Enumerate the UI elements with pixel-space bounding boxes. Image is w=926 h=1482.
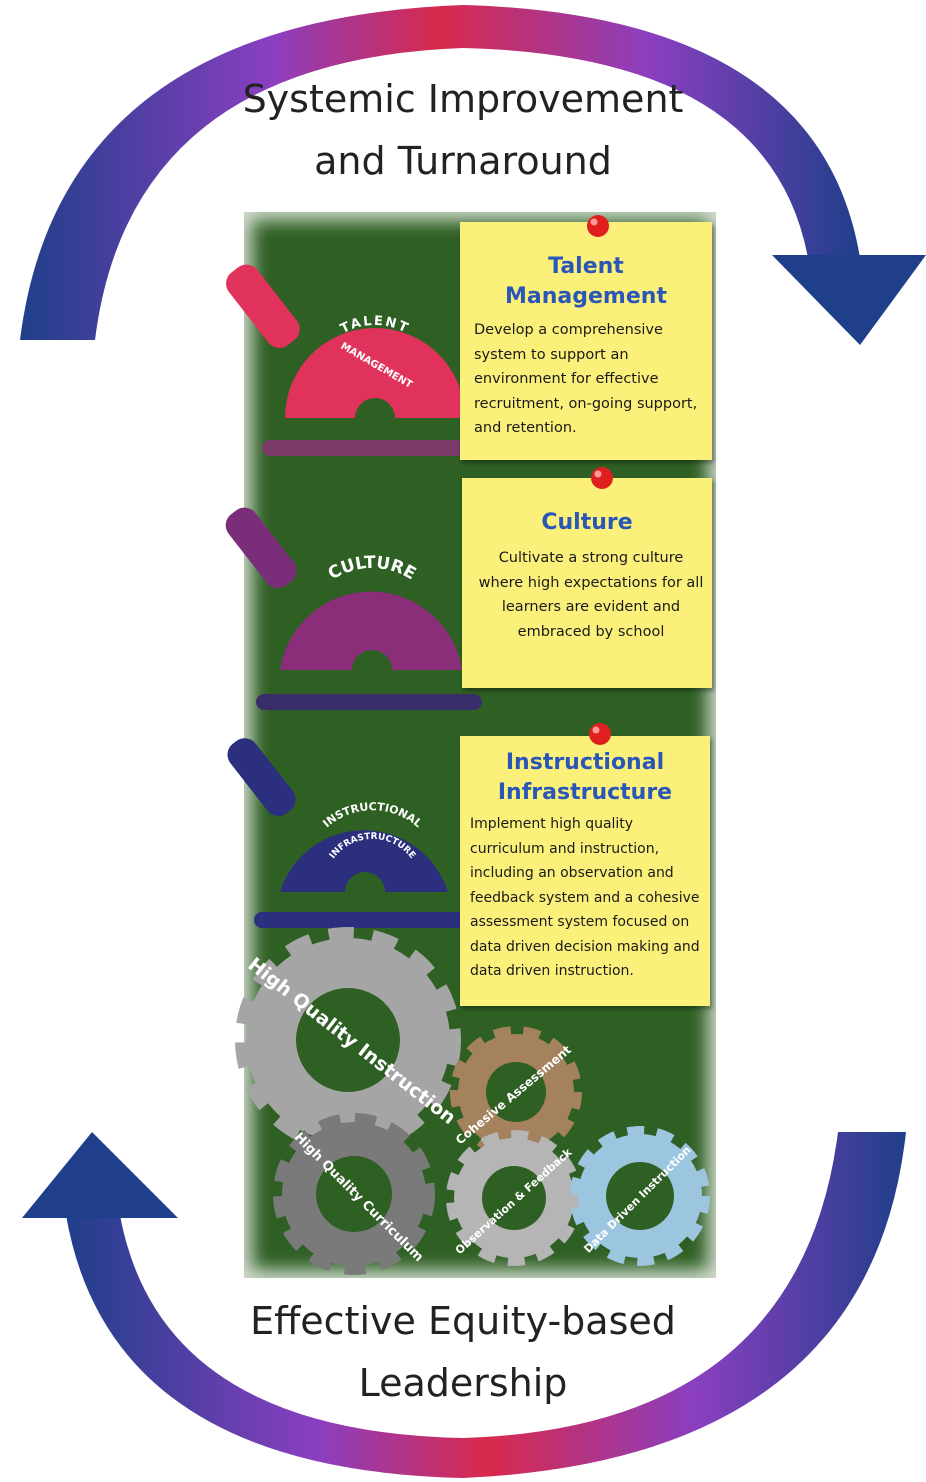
lever-culture-hub [352, 650, 392, 670]
top-heading-line-1: Systemic Improvement [242, 77, 684, 121]
bottom-heading-line-2: Leadership [358, 1361, 568, 1405]
lever-talent-handle [226, 264, 300, 348]
note-talent-title: Talent Management [460, 222, 712, 312]
note-talent-management: Talent Management Develop a comprehensiv… [460, 222, 712, 460]
note-instructional-body: Implement high quality curriculum and in… [470, 816, 700, 979]
lever-instructional-label-1: INSTRUCTIONAL [320, 800, 424, 830]
bottom-arrow-arc [66, 1132, 906, 1478]
lever-culture-label: CULTURE [325, 553, 419, 584]
note-talent-body: Develop a comprehensive system to suppor… [474, 322, 698, 436]
bottom-heading: Effective Equity-based Leadership [0, 1290, 926, 1414]
lever-talent: TALENT [226, 264, 490, 456]
lever-talent-hub [355, 398, 395, 418]
gear-observation-feedback [446, 1130, 582, 1266]
note-instructional-title-line-1: Instructional [505, 750, 665, 775]
lever-culture-dial [280, 591, 462, 670]
lever-culture: CULTURE [225, 507, 482, 710]
note-talent-title-line-1: Talent [548, 254, 624, 279]
lever-culture-handle [225, 507, 297, 589]
lever-talent-dial [285, 328, 465, 418]
note-culture-body: Cultivate a strong culture where high ex… [478, 550, 704, 640]
note-culture-title: Culture [462, 478, 712, 538]
lever-instructional-dial [280, 830, 448, 892]
gear-data-driven-instruction [570, 1126, 710, 1266]
top-arrow-arc [20, 5, 860, 340]
lever-instructional: INSTRUCTIONAL INFRASTRUCTURE [227, 738, 468, 928]
lever-instructional-base [254, 912, 468, 928]
top-arrow-head [772, 255, 926, 345]
note-instructional-title-line-2: Infrastructure [497, 780, 673, 805]
gear-high-quality-curriculum [273, 1113, 435, 1275]
bottom-arrow-head [22, 1132, 178, 1218]
note-culture-title-line-1: Culture [541, 510, 633, 535]
lever-talent-base [262, 440, 490, 456]
note-culture: Culture Cultivate a strong culture where… [462, 478, 712, 688]
gear-high-quality-instruction [235, 927, 461, 1153]
top-heading: Systemic Improvement and Turnaround [0, 68, 926, 192]
bottom-heading-line-1: Effective Equity-based [250, 1299, 676, 1343]
lever-talent-label-1: TALENT [338, 314, 411, 337]
lever-instructional-handle [227, 738, 296, 816]
note-talent-title-line-2: Management [505, 284, 667, 309]
note-instructional-title: Instructional Infrastructure [460, 736, 710, 808]
note-instructional-infrastructure: Instructional Infrastructure Implement h… [460, 736, 710, 1006]
top-heading-line-2: and Turnaround [314, 139, 612, 183]
lever-culture-base [256, 694, 482, 710]
lever-instructional-hub [345, 872, 385, 892]
